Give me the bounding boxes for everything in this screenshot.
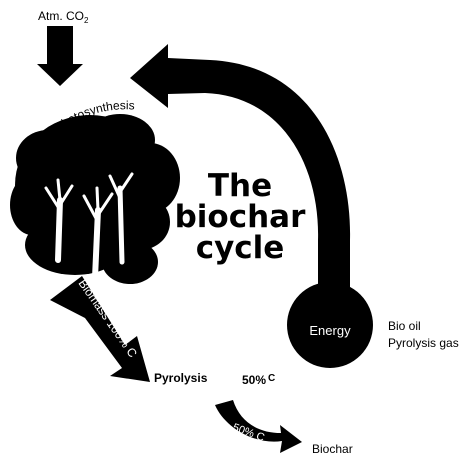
atmospheric-co2-arrow (130, 44, 351, 300)
tree-trunks (44, 172, 134, 281)
bio-oil-label: Bio oil (388, 319, 421, 333)
center-fifty-percent-label: 50%C (242, 373, 275, 387)
biomass-arrow (50, 276, 150, 382)
biochar-arrow (215, 400, 302, 453)
pyrolysis-gas-label: Pyrolysis gas (388, 336, 459, 350)
biochar-label: Biochar (312, 442, 353, 456)
title-line-3: cycle (196, 230, 285, 266)
energy-label: Energy (309, 323, 351, 338)
title-line-2: biochar (175, 199, 306, 235)
energy-circle (287, 282, 373, 368)
atm-co2-down-arrow (37, 26, 83, 86)
atm-co2-label: Atm. CO2 (38, 9, 89, 25)
title-line-1: The (208, 168, 272, 204)
pyrolysis-label: Pyrolysis (154, 371, 208, 385)
